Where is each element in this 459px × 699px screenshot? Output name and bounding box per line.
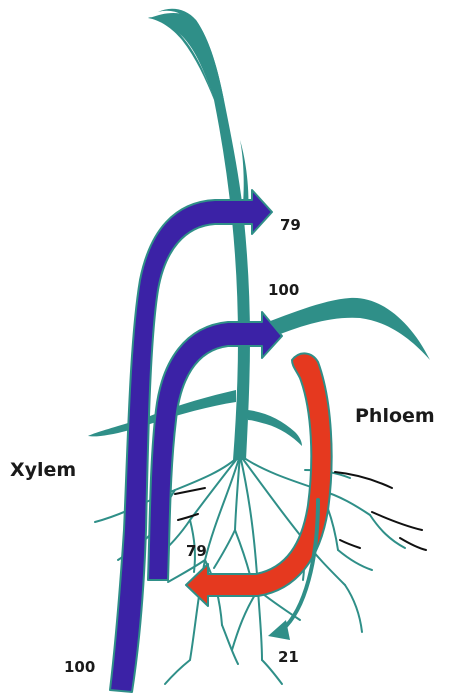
label-79-bottom: 79 (186, 542, 207, 560)
label-100-top: 100 (268, 281, 299, 299)
label-phloem: Phloem (355, 405, 435, 427)
label-100-bottom: 100 (64, 658, 95, 676)
label-79-top: 79 (280, 216, 301, 234)
xylem-outer-tube (110, 190, 272, 692)
label-21: 21 (278, 648, 299, 666)
xylem-inner-tube (148, 312, 282, 580)
stem (214, 100, 250, 460)
inner-right-leaf (248, 410, 302, 446)
label-xylem: Xylem (10, 459, 76, 481)
